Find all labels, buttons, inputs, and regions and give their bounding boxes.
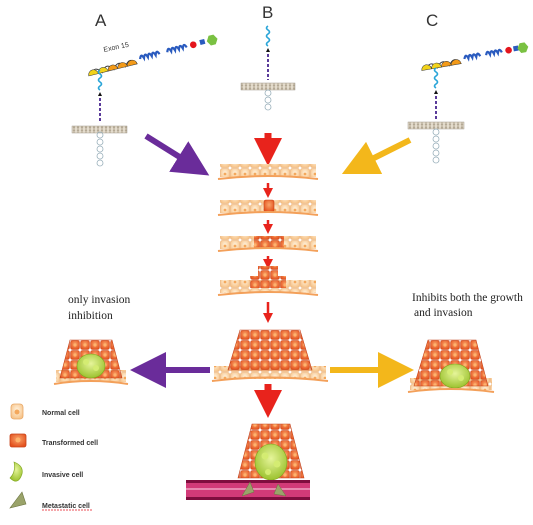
legend: Normal cell Transformed cell Invasive ce… [9, 403, 98, 511]
left-note-line-2: inhibition [68, 310, 113, 322]
legend-transformed-cell: Transformed cell [9, 433, 98, 448]
svg-text:Metastatic cell: Metastatic cell [42, 503, 90, 510]
progression-stage-3 [217, 236, 319, 252]
receptor-b [240, 25, 296, 111]
svg-text:Invasive cell: Invasive cell [42, 472, 83, 479]
purple-arrow-top [144, 133, 210, 176]
svg-text:Transformed cell: Transformed cell [42, 440, 98, 447]
svg-text:Normal cell: Normal cell [42, 410, 80, 417]
yellow-arrow-top [341, 137, 412, 175]
legend-normal-cell: Normal cell [10, 403, 80, 420]
tumor-right-both-inhibited [407, 339, 495, 393]
progression-stage-1 [217, 164, 319, 180]
legend-invasive-cell: Invasive cell [9, 461, 83, 482]
tumor-mass-center [211, 329, 329, 382]
legend-metastatic-cell: Metastatic cell [9, 491, 92, 511]
tumor-left-invasion-inhibited [53, 339, 129, 385]
receptor-a: Exon 15 [71, 34, 218, 167]
panel-label-a: A [95, 11, 107, 30]
tumor-bottom-metastatic [237, 423, 305, 481]
right-note-line-1: Inhibits both the growth [412, 292, 523, 304]
progression-stage-2 [217, 199, 319, 216]
progression-stage-4 [217, 266, 319, 296]
panel-label-c: C [426, 11, 438, 30]
right-note-line-2: and invasion [414, 307, 473, 319]
panel-label-b: B [262, 3, 273, 22]
left-note-line-1: only invasion [68, 294, 131, 306]
receptor-c [407, 42, 529, 164]
exon-15-label: Exon 15 [103, 42, 130, 54]
